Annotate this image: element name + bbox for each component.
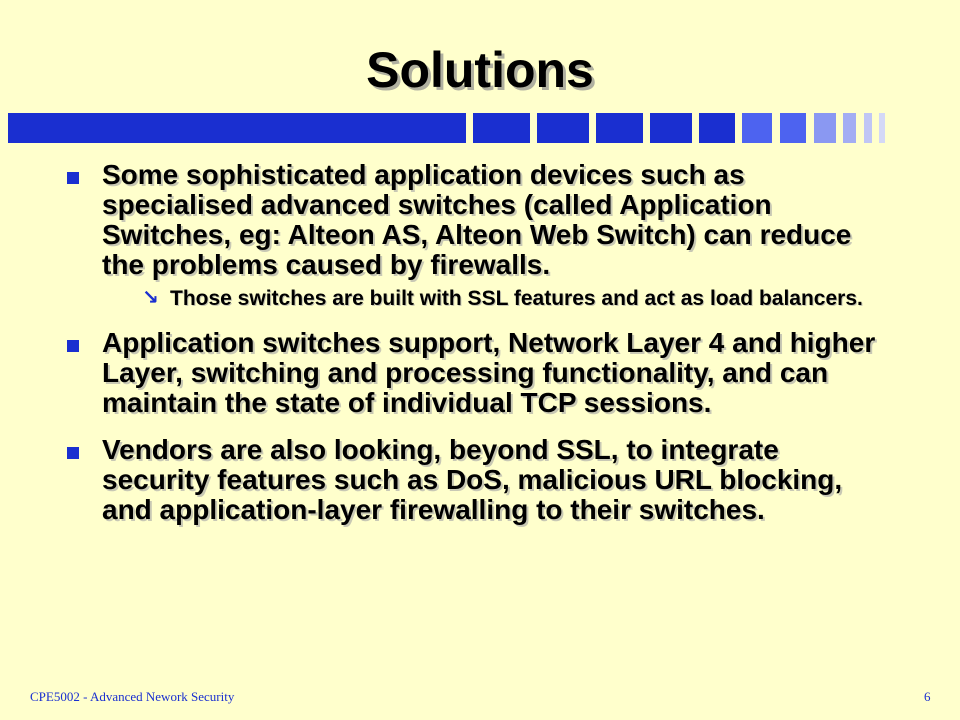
bullet-item: Some sophisticated application devices s…: [62, 160, 892, 311]
bar-segment: [473, 113, 530, 143]
square-bullet-icon: [67, 340, 79, 352]
bullet-text: Some sophisticated application devices s…: [102, 159, 852, 280]
square-bullet-icon: [67, 447, 79, 459]
bullet-item: Vendors are also looking, beyond SSL, to…: [62, 435, 892, 525]
arrow-bullet-icon: ↘: [142, 287, 159, 309]
bar-segment: [780, 113, 806, 143]
bar-segment: [843, 113, 856, 143]
bar-segment: [864, 113, 872, 143]
sub-bullet-text: Those switches are built with SSL featur…: [170, 287, 863, 310]
bar-segment: [742, 113, 772, 143]
bar-segment: [699, 113, 735, 143]
footer-course: CPE5002 - Advanced Nework Security: [30, 689, 235, 704]
sub-bullet-item: ↘ Those switches are built with SSL feat…: [142, 286, 892, 311]
bar-segment: [596, 113, 643, 143]
bar-segment: [879, 113, 885, 143]
bullet-item: Application switches support, Network La…: [62, 328, 892, 418]
page-number: 6: [924, 689, 931, 704]
bullet-text: Application switches support, Network La…: [102, 327, 876, 418]
bar-segment: [8, 113, 466, 143]
bar-segment: [650, 113, 692, 143]
square-bullet-icon: [67, 172, 79, 184]
bullet-text: Vendors are also looking, beyond SSL, to…: [102, 434, 843, 525]
bullet-list: Some sophisticated application devices s…: [62, 160, 892, 525]
bar-segment: [537, 113, 589, 143]
bar-segment: [814, 113, 836, 143]
slide-title: Solutions: [366, 42, 594, 98]
